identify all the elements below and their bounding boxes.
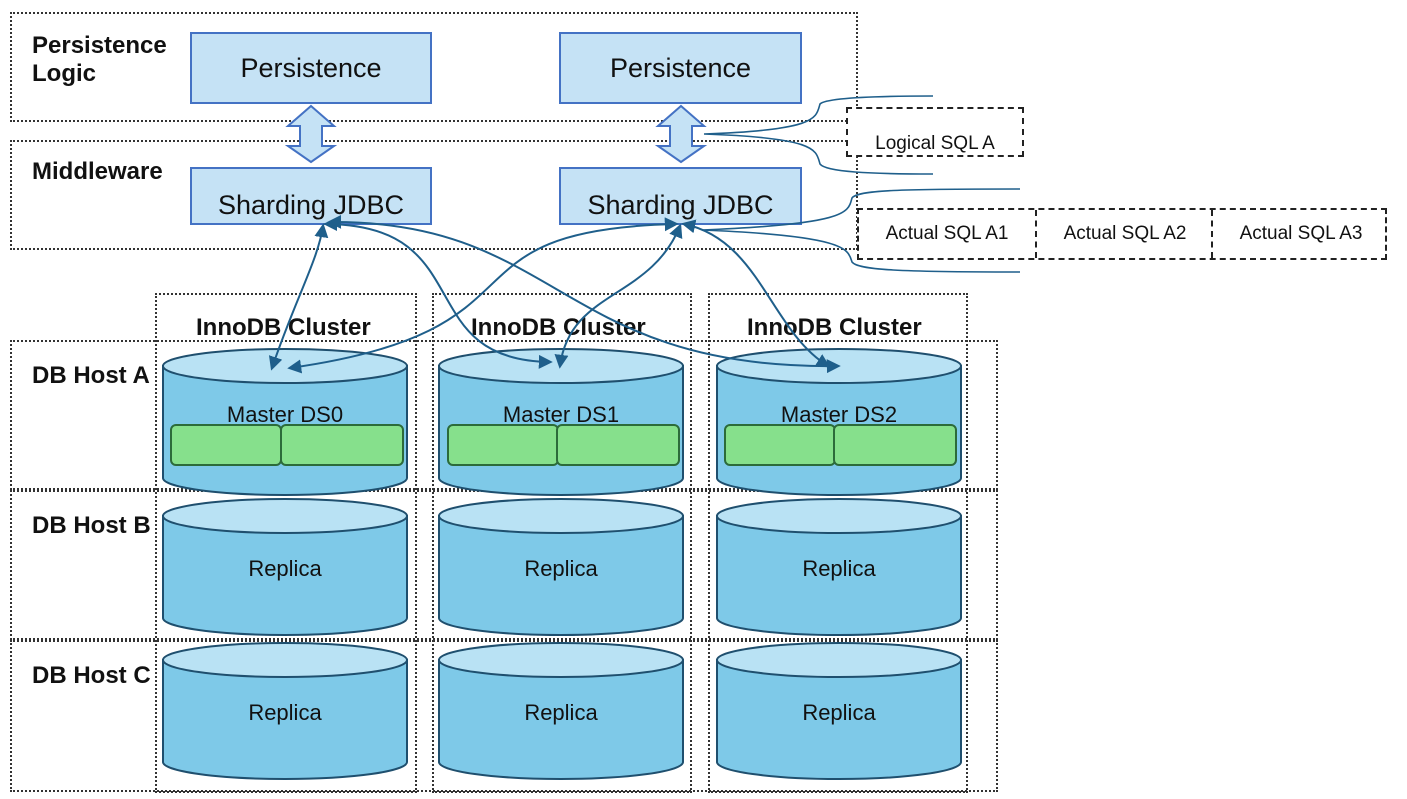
persistence-box-2: Persistence: [559, 32, 802, 104]
persistence-layer: [10, 12, 858, 122]
cylinder-replica-host-b-2: Replica: [716, 498, 962, 636]
shard-block-ds2-b: [833, 424, 957, 466]
connector-jdbc1-ds1: [323, 217, 553, 369]
cylinder-master-1: Master DS1: [438, 348, 684, 496]
shard-block-ds1-b: [556, 424, 680, 466]
connector-jdbc1-ds0: [268, 223, 329, 371]
shard-block-ds2-a: [724, 424, 836, 466]
db-host-b-label: DB Host B: [32, 512, 151, 539]
actual-sql-box: Actual SQL A1 Actual SQL A2 Actual SQL A…: [857, 208, 1387, 260]
persistence-layer-label: Persistence Logic: [32, 32, 167, 87]
cylinder-label-replica-host-b-0: Replica: [248, 556, 322, 581]
connector-jdbc2-ds2: [681, 219, 831, 368]
shard-block-ds0-b: [280, 424, 404, 466]
cylinder-label-master-2: Master DS2: [781, 402, 897, 427]
logical-sql-box: Logical SQL A: [846, 107, 1024, 157]
middleware-layer-label: Middleware: [32, 158, 163, 185]
db-host-c-layer: [10, 640, 998, 792]
actual-sql-brace: [701, 188, 1021, 273]
cylinder-label-master-1: Master DS1: [503, 402, 619, 427]
shard-block-ds1-a: [447, 424, 559, 466]
actual-sql-a2: Actual SQL A2: [1035, 210, 1213, 258]
connector-jdbc2-ds0: [287, 217, 679, 374]
connector-jdbc2-ds1: [554, 223, 683, 369]
double-arrow-2: [654, 104, 708, 164]
persistence-box-1: Persistence: [190, 32, 432, 104]
cylinder-replica-host-c-0: Replica: [162, 642, 408, 780]
actual-sql-a3: Actual SQL A3: [1211, 210, 1385, 258]
cylinder-replica-host-c-2: Replica: [716, 642, 962, 780]
cylinder-master-0: Master DS0: [162, 348, 408, 496]
cylinder-label-replica-host-c-2: Replica: [802, 700, 876, 725]
shard-block-ds0-a: [170, 424, 282, 466]
cylinder-label-replica-host-b-1: Replica: [524, 556, 598, 581]
cylinder-replica-host-c-1: Replica: [438, 642, 684, 780]
actual-sql-a1: Actual SQL A1: [885, 223, 1009, 244]
cylinder-label-replica-host-b-2: Replica: [802, 556, 876, 581]
cylinder-label-master-0: Master DS0: [227, 402, 343, 427]
cylinder-label-replica-host-c-1: Replica: [524, 700, 598, 725]
db-host-a-label: DB Host A: [32, 362, 150, 389]
connector-jdbc1-ds2: [327, 214, 841, 374]
cylinder-replica-host-b-0: Replica: [162, 498, 408, 636]
cylinder-replica-host-b-1: Replica: [438, 498, 684, 636]
double-arrow-1: [284, 104, 338, 164]
db-host-c-label: DB Host C: [32, 662, 151, 689]
logical-sql-brace: [703, 95, 934, 175]
cylinder-master-2: Master DS2: [716, 348, 962, 496]
cylinder-label-replica-host-c-0: Replica: [248, 700, 322, 725]
